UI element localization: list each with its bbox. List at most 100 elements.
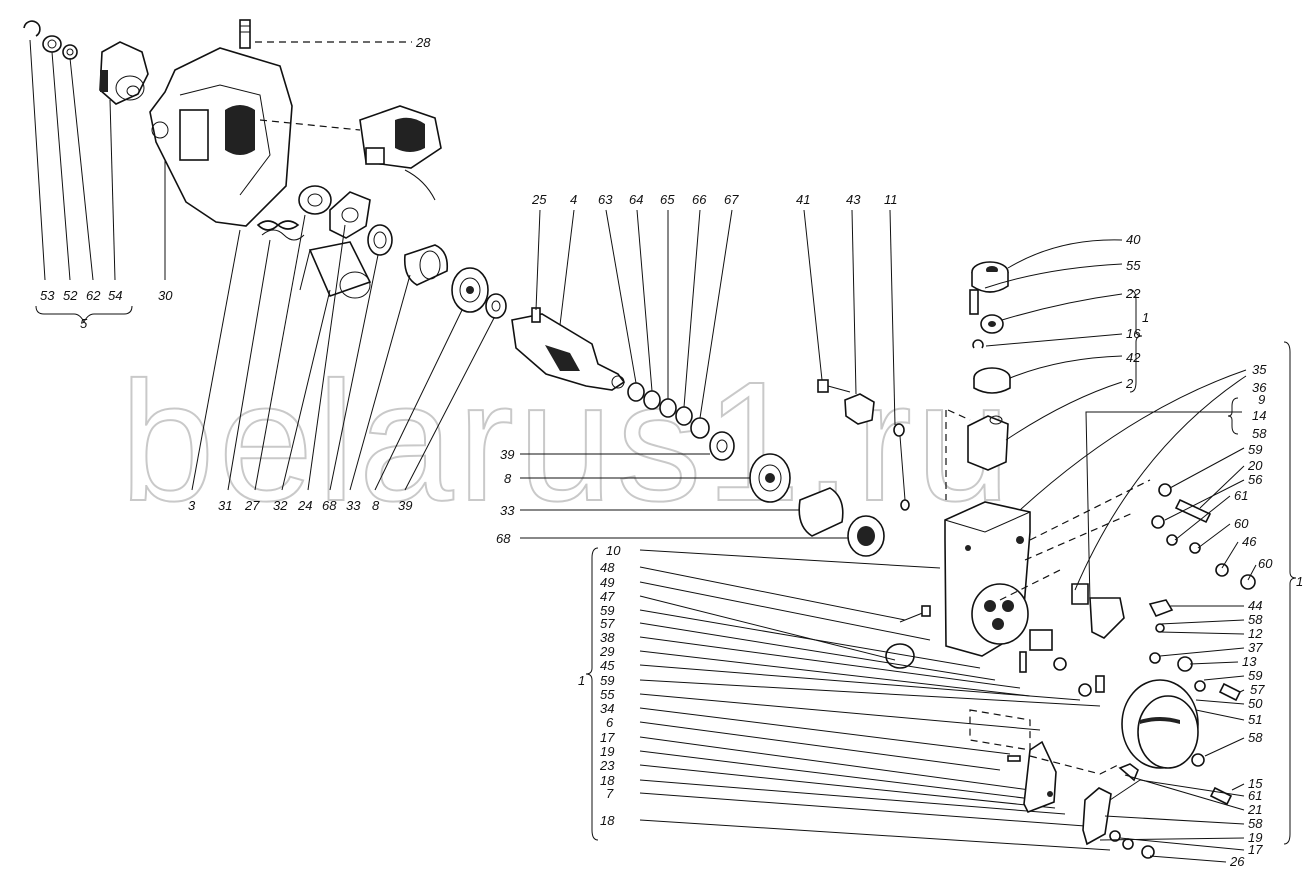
label-26: 26 [1229,854,1245,869]
part-28-screw [239,19,412,49]
label-3: 3 [188,498,196,513]
label-left-1: 48 [600,560,615,575]
label-44: 44 [1248,598,1262,613]
label-60-a: 60 [1234,516,1249,531]
label-66: 66 [692,192,707,207]
label-32: 32 [273,498,288,513]
part-27-washer [298,185,332,215]
label-left-3: 47 [600,589,615,604]
label-36: 36 [1252,380,1267,395]
label-20: 20 [1247,458,1263,473]
part-40-knob [971,261,1009,293]
label-52: 52 [63,288,78,303]
part-30-housing [149,47,293,280]
label-50: 50 [1248,696,1263,711]
label-59-b: 59 [1248,668,1262,683]
part-8-bearing [451,267,489,313]
label-left-2: 49 [600,575,614,590]
part-31-spring [256,220,305,241]
label-left-12: 6 [606,715,614,730]
label-13: 13 [1242,654,1257,669]
part-53-retaining-ring [23,20,41,37]
label-25: 25 [531,192,547,207]
label-28: 28 [415,35,431,50]
label-left-9: 59 [600,673,614,688]
label-24: 24 [297,498,312,513]
leader-lines-bottom-left [191,214,495,491]
label-65: 65 [660,192,675,207]
part-55-screw [969,289,979,315]
label-left-16: 18 [600,773,615,788]
label-left-0: 10 [606,543,621,558]
part-32-sleeve [299,241,372,299]
label-39-mid: 39 [500,447,514,462]
label-68: 68 [322,498,337,513]
label-67: 67 [724,192,739,207]
label-left-4: 59 [600,603,614,618]
part-33-bushing [403,244,449,286]
part-47-cap [885,643,915,669]
label-58-c: 58 [1248,730,1263,745]
label-30: 30 [158,288,173,303]
left-column-leaders [585,547,1111,851]
part-11-link [889,209,910,511]
label-15: 15 [1248,776,1263,791]
part-4-shaft [511,307,626,391]
label-53: 53 [40,288,55,303]
label-left-5: 57 [600,616,615,631]
label-left-17: 7 [606,786,614,801]
label-39: 39 [398,498,412,513]
label-left-8: 45 [600,658,615,673]
leader-lines-right [1019,341,1297,863]
label-8: 8 [372,498,380,513]
part-42-base [973,367,1011,394]
part-41-bolt [803,209,851,393]
label-54: 54 [108,288,122,303]
label-59: 59 [1248,442,1262,457]
part-68-ring [367,224,393,256]
label-56: 56 [1248,472,1263,487]
part-2-bracket [967,415,1009,471]
label-1-top: 1 [1142,310,1149,325]
label-8-mid: 8 [504,471,512,486]
part-54-gear [99,41,149,105]
part-43-plate [844,209,875,425]
label-61-b: 61 [1248,788,1262,803]
label-left-10: 55 [600,687,615,702]
label-33-mid: 33 [500,503,515,518]
label-57: 57 [1250,682,1265,697]
label-left-13: 17 [600,730,615,745]
label-group-1: 1 [578,673,585,688]
label-2: 2 [1125,376,1134,391]
label-14: 14 [1252,408,1266,423]
label-62: 62 [86,288,101,303]
label-37: 37 [1248,640,1263,655]
label-64: 64 [629,192,643,207]
part-39-washer [485,293,507,319]
label-16: 16 [1126,326,1141,341]
label-27: 27 [244,498,260,513]
leader-lines-rings [605,209,733,419]
label-left-18: 18 [600,813,615,828]
label-left-15: 23 [599,758,615,773]
label-21: 21 [1247,802,1262,817]
label-19: 19 [1248,830,1262,845]
part-34-lever [1023,740,1057,814]
label-60-b: 60 [1258,556,1273,571]
label-33: 33 [346,498,361,513]
part-33-bushing-mid [798,487,844,537]
part-22-cam [980,314,1004,334]
label-4: 4 [570,192,577,207]
label-63: 63 [598,192,613,207]
label-46: 46 [1242,534,1257,549]
part-62-washer [62,44,78,60]
part-52-nut [42,35,62,53]
leader-lines-top-left [29,39,133,324]
label-68-mid: 68 [496,531,511,546]
part-16-clip [972,339,984,349]
label-40: 40 [1126,232,1141,247]
part-68-ring-mid [847,515,885,557]
label-61: 61 [1234,488,1248,503]
label-12: 12 [1248,626,1263,641]
